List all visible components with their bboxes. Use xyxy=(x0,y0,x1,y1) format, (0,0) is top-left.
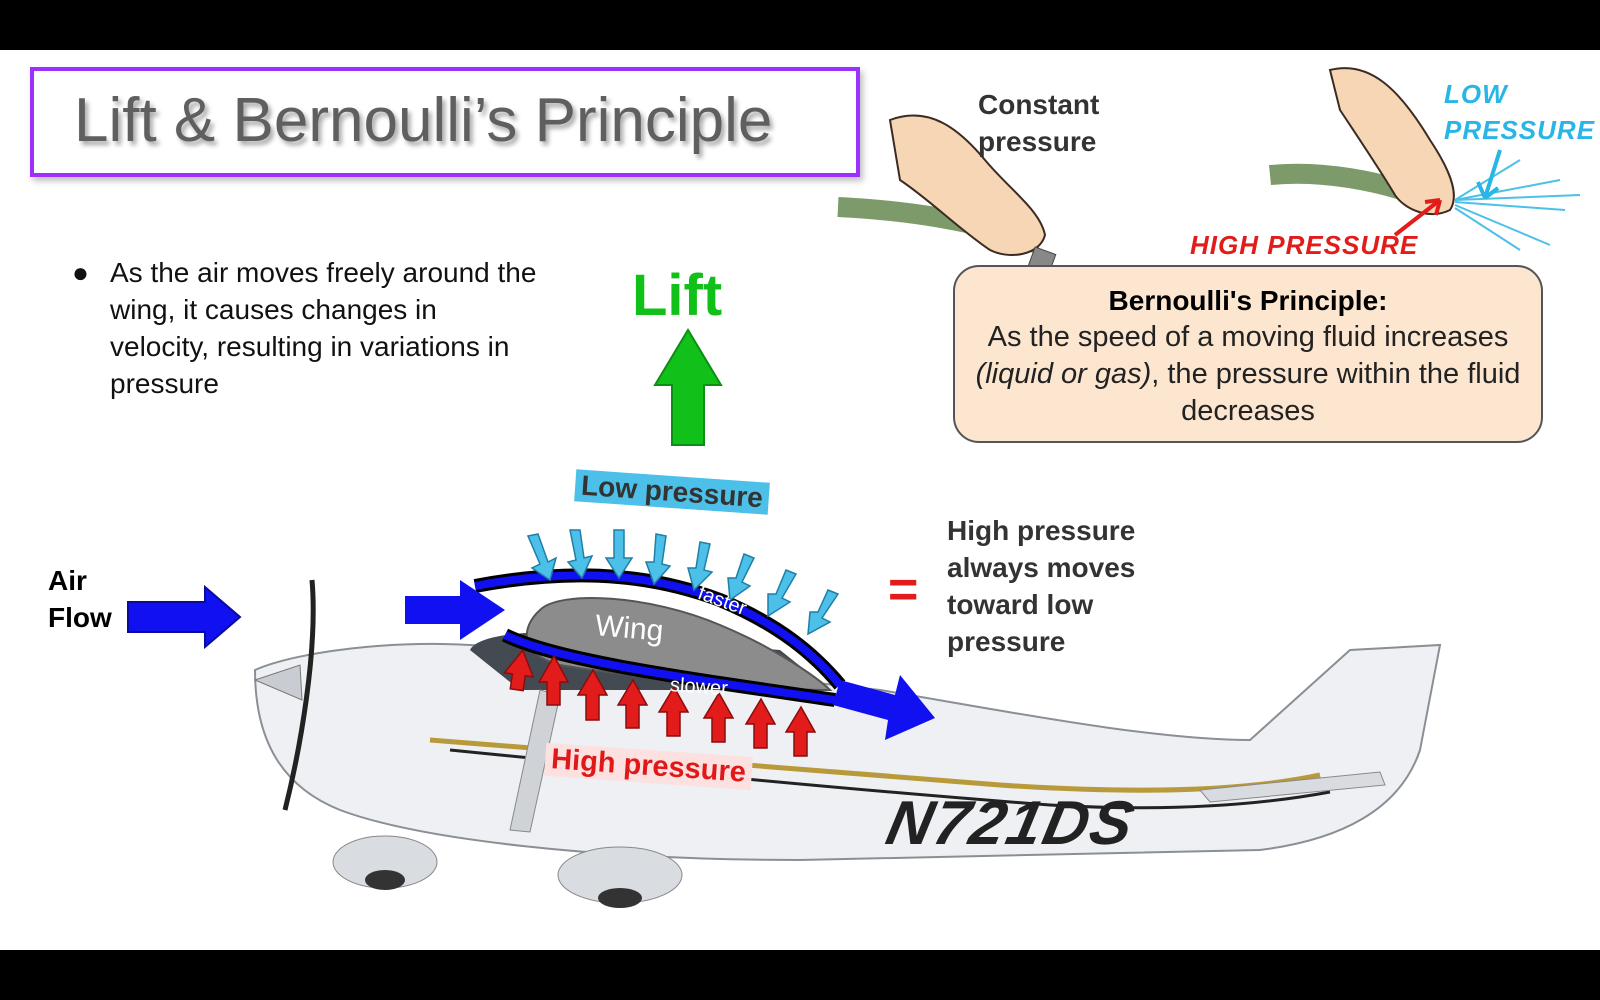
high-pressure-note: High pressure always moves toward low pr… xyxy=(947,515,1136,657)
air-flow-arrows xyxy=(127,580,935,740)
bernoulli-definition: As the speed of a moving fluid increases… xyxy=(955,319,1541,430)
bullet-dot: ● xyxy=(72,257,89,288)
title-box: Lift & Bernoulli’s Principle xyxy=(30,67,860,177)
hose-low-pressure-label: LOW PRESSURE xyxy=(1444,79,1596,145)
airplane xyxy=(253,579,1442,908)
slower-label: slower xyxy=(669,674,729,700)
bernoulli-principle-box: Bernoulli's Principle: As the speed of a… xyxy=(953,265,1543,443)
high-pressure-pointer xyxy=(1393,198,1442,237)
lift-arrow xyxy=(653,328,723,446)
hose-squeezed-illustration xyxy=(1269,67,1581,251)
outflow-arrow xyxy=(833,675,935,740)
bernoulli-text-after: , the pressure within the fluid decrease… xyxy=(1151,358,1521,427)
hose-high-pressure-label: HIGH PRESSURE xyxy=(1190,230,1419,260)
lift-label: Lift xyxy=(632,263,723,328)
bernoulli-title: Bernoulli's Principle: xyxy=(1108,285,1388,316)
bullet-point: ● As the air moves freely around the win… xyxy=(72,254,542,402)
air-flow-label: Air Flow xyxy=(48,565,112,633)
air-flow-arrow xyxy=(127,584,242,650)
bullet-text: As the air moves freely around the wing,… xyxy=(110,257,537,399)
low-pressure-pointer xyxy=(1476,149,1502,200)
tail-number: N721DS xyxy=(880,789,1142,858)
equals-sign: = xyxy=(888,561,919,619)
bernoulli-text-italic: (liquid or gas) xyxy=(975,358,1152,390)
low-pressure-arrows xyxy=(526,529,840,636)
slide: Lift & Bernoulli’s Principle ● As the ai… xyxy=(0,50,1600,950)
diagram-art xyxy=(127,67,1581,908)
wing-label: Wing xyxy=(593,609,665,648)
constant-pressure-label: Constant pressure xyxy=(978,89,1100,157)
inflow-arrow xyxy=(405,580,505,640)
slide-title: Lift & Bernoulli’s Principle xyxy=(74,86,773,155)
bernoulli-text-before: As the speed of a moving fluid increases xyxy=(987,321,1509,353)
high-pressure-arrows xyxy=(503,648,817,757)
